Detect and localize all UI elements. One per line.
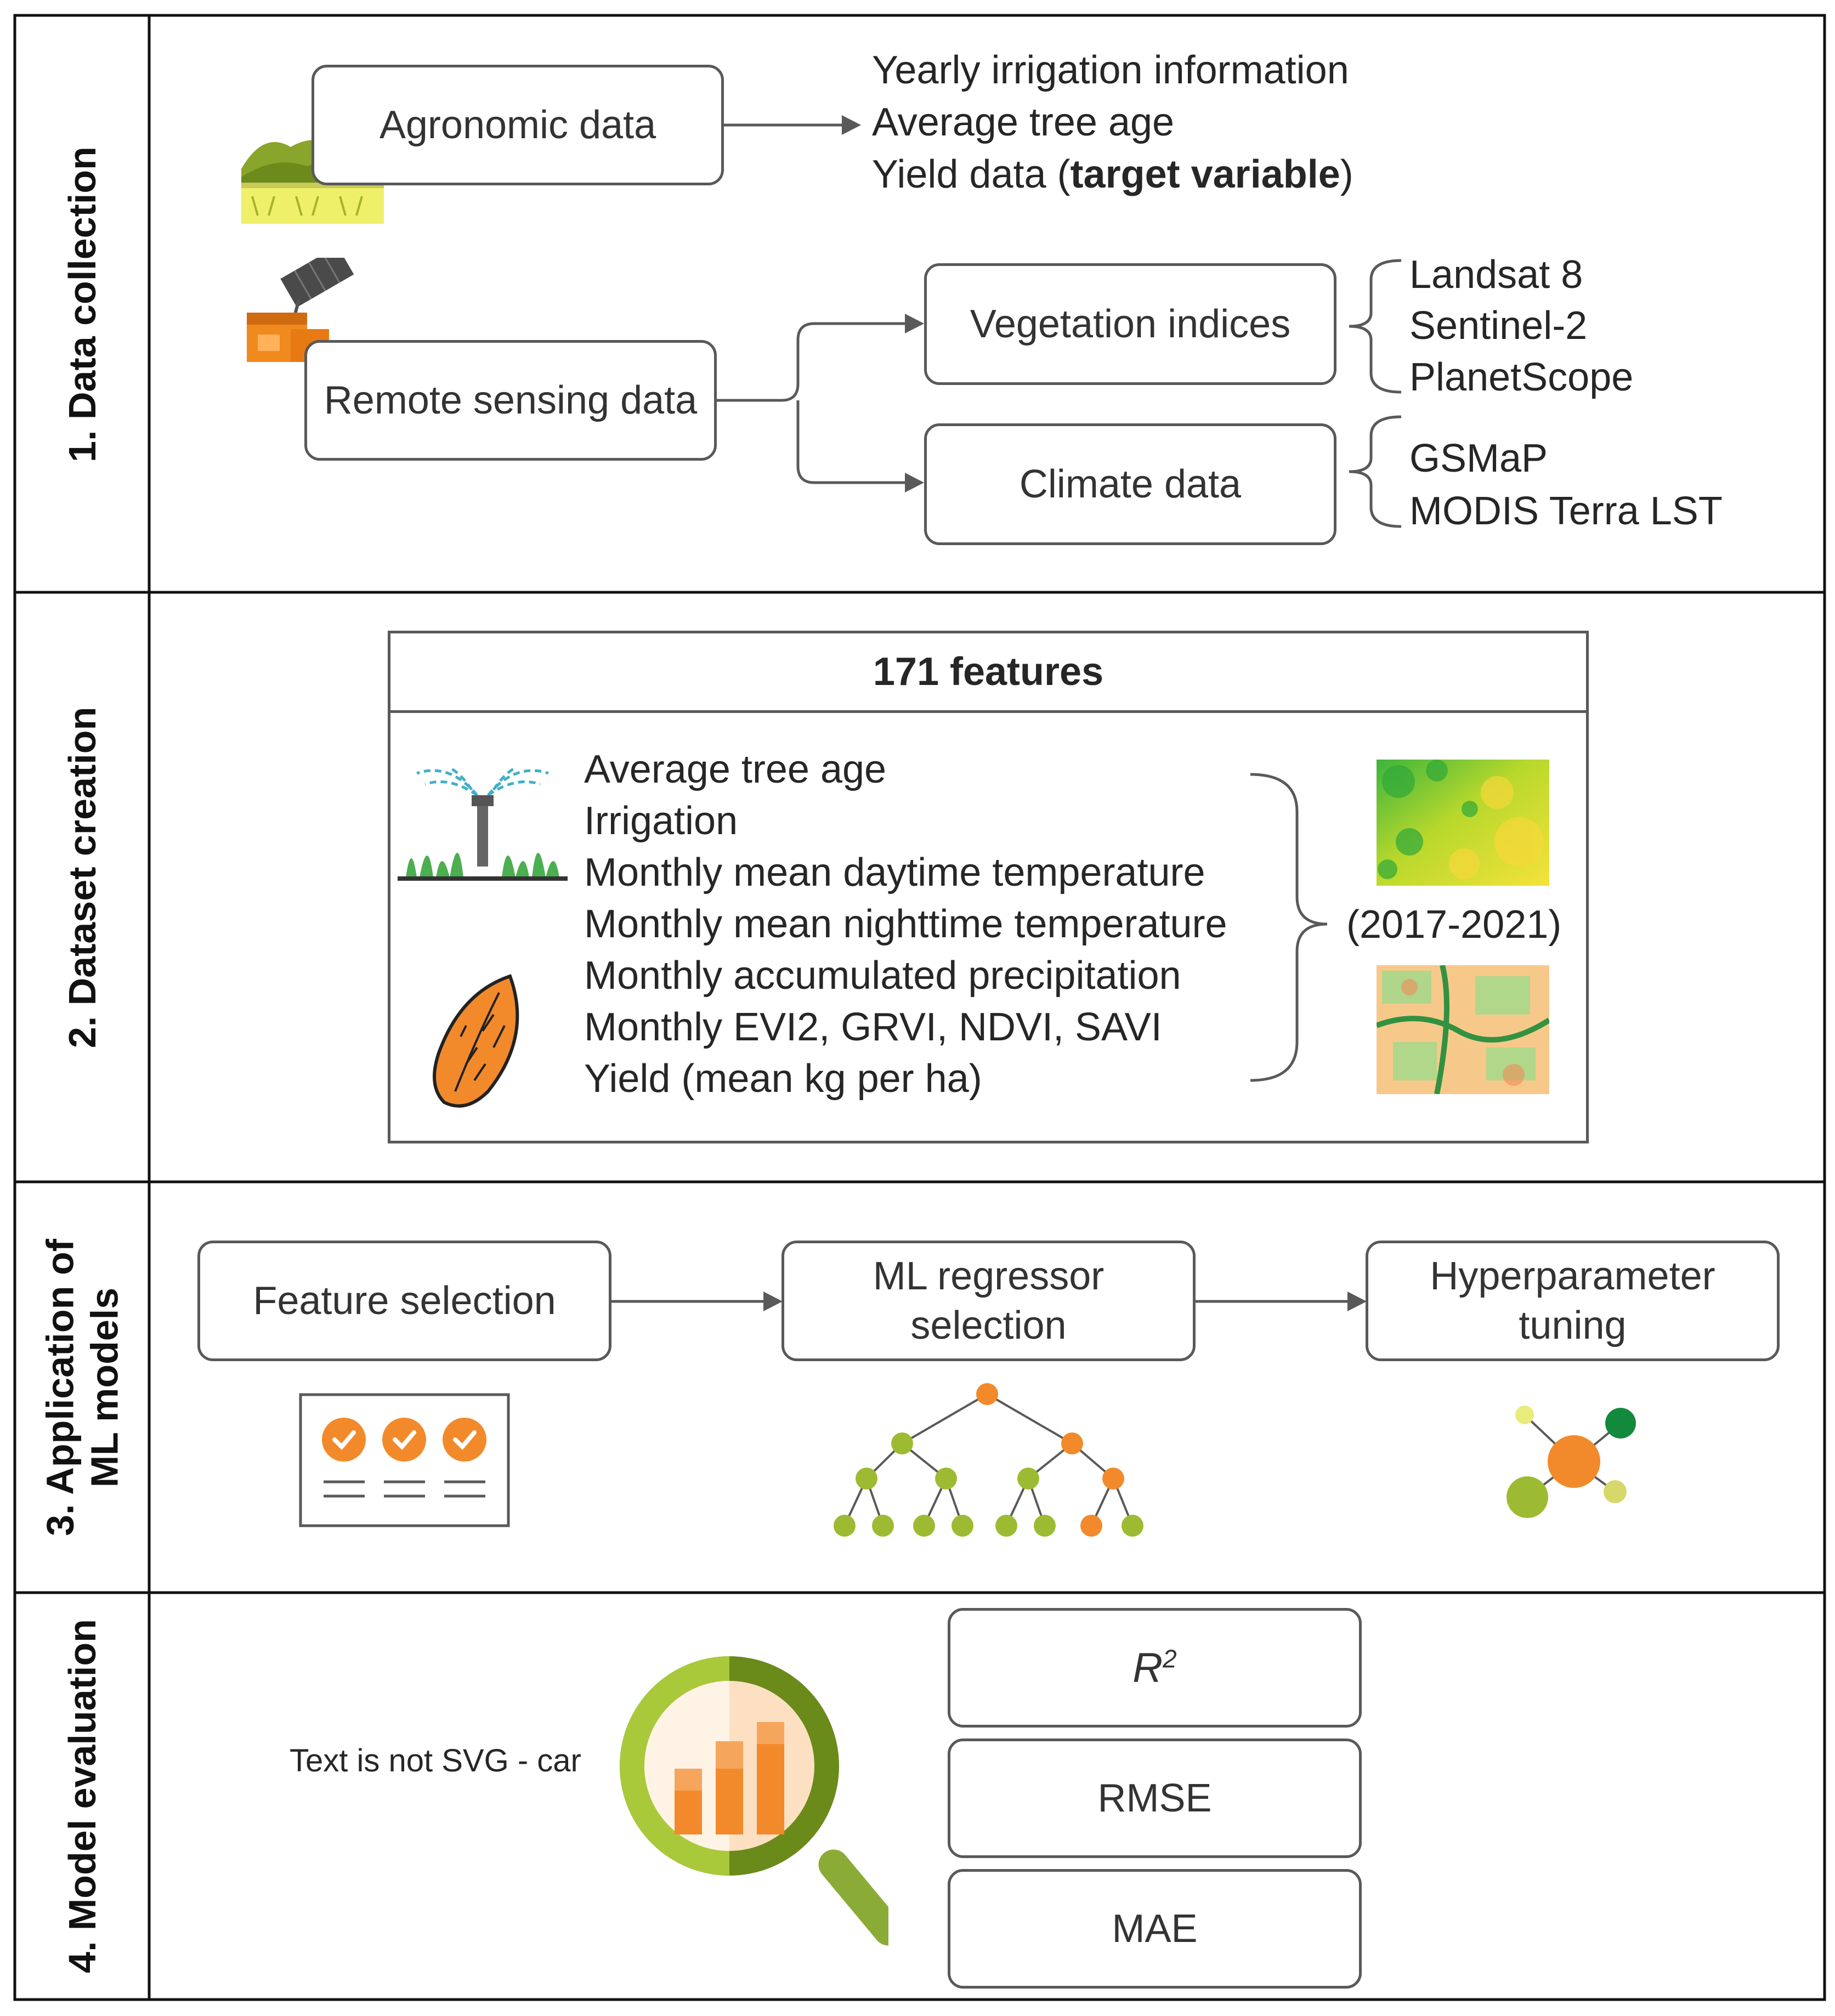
target-variable-label: target variable — [1070, 152, 1340, 196]
molecule-icon — [1506, 1406, 1636, 1518]
r-squared-base: R — [1132, 1644, 1163, 1691]
source-sentinel: Sentinel-2 — [1409, 304, 1588, 348]
regressor-line1: ML regressor — [873, 1254, 1105, 1298]
feature-tree-age: Average tree age — [584, 747, 887, 791]
section-label-ml-models: 3. Application of ML models — [38, 1239, 127, 1536]
agronomic-data-box: Agronomic data — [312, 65, 724, 185]
mae-metric-box: MAE — [948, 1869, 1362, 1989]
rmse-metric-box: RMSE — [948, 1738, 1362, 1858]
source-modis: MODIS Terra LST — [1409, 489, 1723, 533]
raster-map-thumbnail-2 — [1377, 965, 1549, 1094]
source-braces — [1349, 259, 1402, 528]
years-range: (2017-2021) — [1346, 903, 1562, 947]
remote-sensing-data-box: Remote sensing data — [304, 340, 717, 461]
yield-prefix: Yield data ( — [872, 152, 1071, 196]
output-tree-age: Average tree age — [872, 100, 1175, 144]
section-label-ml-line1: 3. Application of — [38, 1239, 82, 1536]
features-header: 171 features — [390, 633, 1586, 713]
ml-regressor-selection-box: ML regressor selection — [781, 1241, 1196, 1361]
features-panel: 171 features — [388, 631, 1589, 1143]
arrow-agronomic-to-outputs — [724, 115, 861, 135]
hyperparameter-tuning-box: Hyperparameter tuning — [1366, 1241, 1780, 1361]
section-label-dataset-creation: 2. Dataset creation — [60, 706, 104, 1049]
section-label-model-evaluation: 4. Model evaluation — [60, 1619, 104, 1973]
output-irrigation-info: Yearly irrigation information — [872, 48, 1349, 92]
tuning-line1: Hyperparameter — [1430, 1254, 1715, 1298]
raster-map-thumbnail-1 — [1377, 760, 1549, 886]
tuning-line2: tuning — [1519, 1304, 1627, 1347]
climate-data-box: Climate data — [924, 423, 1336, 545]
checklist-icon — [299, 1393, 510, 1527]
feature-nighttime-temp: Monthly mean nighttime temperature — [584, 902, 1227, 946]
section-label-ml-line2: ML models — [83, 1287, 126, 1488]
almond-icon — [433, 974, 519, 1108]
feature-vegetation-indices: Monthly EVI2, GRVI, NDVI, SAVI — [584, 1005, 1162, 1049]
features-brace — [1250, 773, 1328, 1082]
arrow-regressor-to-tuning — [1196, 1292, 1367, 1311]
output-yield-data: Yield data (target variable) — [872, 155, 1353, 194]
evaluation-note: Text is not SVG - car — [290, 1743, 581, 1779]
yield-suffix: ) — [1340, 152, 1353, 196]
r-squared-label: R2 — [1132, 1642, 1176, 1694]
feature-precipitation: Monthly accumulated precipitation — [584, 954, 1181, 998]
feature-yield: Yield (mean kg per ha) — [584, 1057, 982, 1101]
magnifier-chart-icon — [620, 1656, 888, 1946]
source-gsmap: GSMaP — [1409, 437, 1548, 480]
r-squared-metric-box: R2 — [948, 1608, 1362, 1728]
split-arrows — [716, 314, 924, 492]
source-landsat: Landsat 8 — [1409, 253, 1583, 297]
sprinkler-icon — [398, 766, 568, 881]
source-planetscope: PlanetScope — [1409, 355, 1634, 399]
regressor-line2: selection — [910, 1304, 1067, 1347]
feature-irrigation: Irrigation — [584, 799, 738, 843]
feature-selection-box: Feature selection — [197, 1241, 611, 1361]
arrow-feature-to-regressor — [611, 1292, 783, 1311]
vegetation-indices-box: Vegetation indices — [924, 263, 1336, 385]
r-squared-exponent: 2 — [1163, 1644, 1177, 1673]
section-label-data-collection: 1. Data collection — [60, 146, 104, 462]
decision-tree-icon — [834, 1383, 1143, 1537]
feature-daytime-temp: Monthly mean daytime temperature — [584, 851, 1205, 894]
